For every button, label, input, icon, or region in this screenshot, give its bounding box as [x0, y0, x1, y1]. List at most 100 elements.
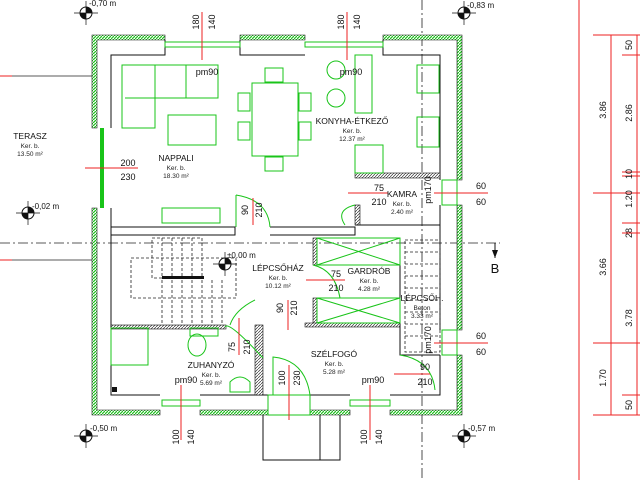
opening-width: 60	[476, 331, 486, 341]
room-floor: Ker. b.	[202, 372, 221, 379]
sill-label: pm90	[340, 67, 363, 77]
room-floor: Ker. b.	[21, 143, 40, 150]
room-area: 5.28 m²	[323, 369, 346, 376]
room-area: 12.37 m²	[339, 136, 365, 143]
room-floor: Ker. b.	[360, 278, 379, 285]
dimension-label: 2.86	[624, 104, 634, 122]
section-marker: B	[491, 243, 500, 276]
opening-height: 230	[292, 370, 302, 385]
room-name: LÉPCSŐH.	[401, 293, 444, 303]
opening-height: 140	[186, 429, 196, 444]
room-area: 13.50 m²	[17, 151, 43, 158]
opening-height: 210	[328, 283, 343, 293]
dimension-label: 28	[624, 228, 634, 238]
opening-width: 180	[336, 14, 346, 29]
opening-height: 60	[476, 347, 486, 357]
level-label: -0,50 m	[90, 424, 117, 433]
opening-labels: 180 140 180 140 200 230 90 210 75 210 60…	[120, 14, 486, 444]
level-label: ±0.00 m	[227, 251, 256, 260]
room-area: 5.69 m²	[200, 380, 223, 387]
dimension-label: 3.86	[598, 101, 608, 119]
dimension-label: 3.66	[598, 258, 608, 276]
room-floor: Ker. b.	[393, 201, 412, 208]
opening-width: 100	[171, 429, 181, 444]
room-konyha: KONYHA-ÉTKEZŐ Ker. b. 12.37 m²	[316, 116, 389, 143]
opening-height: 210	[242, 339, 252, 354]
wardrobe	[316, 237, 401, 324]
sill-labels: pm90 pm90 pm90 pm90 pm170 pm170	[175, 67, 433, 385]
room-szelfogo: SZÉLFOGÓ Ker. b. 5.28 m²	[311, 349, 358, 376]
level-marker: -0,57 m	[452, 424, 495, 448]
sill-label: pm170	[423, 176, 433, 204]
level-label: -0,57 m	[468, 424, 495, 433]
dimension-label: 50	[624, 40, 634, 50]
opening-width: 90	[420, 362, 430, 372]
opening-width: 180	[191, 14, 201, 29]
level-label: -0,83 m	[467, 1, 494, 10]
room-name: TERASZ	[13, 131, 47, 141]
opening-height: 230	[120, 172, 135, 182]
opening-width: 60	[476, 181, 486, 191]
interior-walls	[110, 172, 441, 461]
furniture	[110, 54, 440, 393]
dimension-label: 50	[624, 400, 634, 410]
opening-height: 210	[289, 300, 299, 315]
room-lepcsoh: LÉPCSŐH. Beton 3.33 m²	[401, 293, 444, 320]
opening-width: 200	[120, 158, 135, 168]
level-label: -0,02 m	[32, 202, 59, 211]
room-area: 2.40 m²	[391, 209, 414, 216]
opening-width: 75	[374, 183, 384, 193]
room-area: 10.12 m²	[265, 283, 291, 290]
dimension-chain: 3.86 3.66 1.70 50 2.86 10 1.20 28 3.78 5…	[578, 0, 640, 480]
level-marker: -0,70 m	[74, 0, 116, 25]
dimension-label: 1.20	[624, 190, 634, 208]
room-floor: Ker. b.	[167, 165, 186, 172]
stairs	[130, 237, 441, 353]
level-label: -0,70 m	[89, 0, 116, 8]
opening-width: 75	[227, 342, 237, 352]
stair-landing	[162, 276, 204, 279]
opening-height: 210	[417, 377, 432, 387]
room-area: 3.33 m²	[411, 313, 434, 320]
room-terasz: TERASZ Ker. b. 13.50 m²	[13, 131, 47, 158]
level-marker: -0,02 m	[16, 201, 59, 225]
dimension-label: 1.70	[598, 369, 608, 387]
level-marker: -0,50 m	[74, 424, 117, 448]
room-gardrob: GARDRÓB Ker. b. 4.28 m²	[348, 266, 391, 293]
opening-height: 60	[476, 197, 486, 207]
room-floor: Ker. b.	[325, 361, 344, 368]
room-lepcsohaz: LÉPCSŐHÁZ Ker. b. 10.12 m²	[252, 263, 304, 290]
opening-width: 90	[275, 303, 285, 313]
opening-height: 140	[374, 429, 384, 444]
sill-label: pm90	[175, 375, 198, 385]
opening-marks	[85, 12, 488, 440]
opening-height: 140	[207, 14, 217, 29]
sill-label: pm170	[423, 326, 433, 354]
sill-label: pm90	[196, 67, 219, 77]
room-zuhanyzo: ZUHANYZÓ Ker. b. 5.69 m²	[188, 360, 235, 387]
room-area: 4.28 m²	[358, 286, 381, 293]
room-name: NAPPALI	[158, 153, 193, 163]
opening-height: 210	[254, 202, 264, 217]
room-name: KONYHA-ÉTKEZŐ	[316, 116, 389, 126]
room-name: ZUHANYZÓ	[188, 360, 235, 370]
room-name: LÉPCSŐHÁZ	[252, 263, 304, 273]
opening-width: 100	[277, 370, 287, 385]
opening-height: 140	[352, 14, 362, 29]
opening-width: 75	[331, 269, 341, 279]
room-floor: Beton	[414, 305, 431, 312]
level-marker: ±0.00 m	[213, 251, 256, 276]
room-name: SZÉLFOGÓ	[311, 349, 358, 359]
dimension-label: 10	[624, 169, 634, 179]
opening-width: 90	[240, 205, 250, 215]
dimension-label: 3.78	[624, 309, 634, 327]
section-label: B	[491, 261, 500, 276]
room-name: GARDRÓB	[348, 266, 391, 276]
room-nappali: NAPPALI Ker. b. 18.30 m²	[158, 153, 193, 180]
room-kamra: KAMRA Ker. b. 2.40 m²	[387, 189, 418, 216]
opening-width: 100	[359, 429, 369, 444]
room-floor: Ker. b.	[343, 128, 362, 135]
opening-height: 210	[371, 197, 386, 207]
room-floor: Ker. b.	[269, 275, 288, 282]
door-swings	[224, 194, 436, 396]
